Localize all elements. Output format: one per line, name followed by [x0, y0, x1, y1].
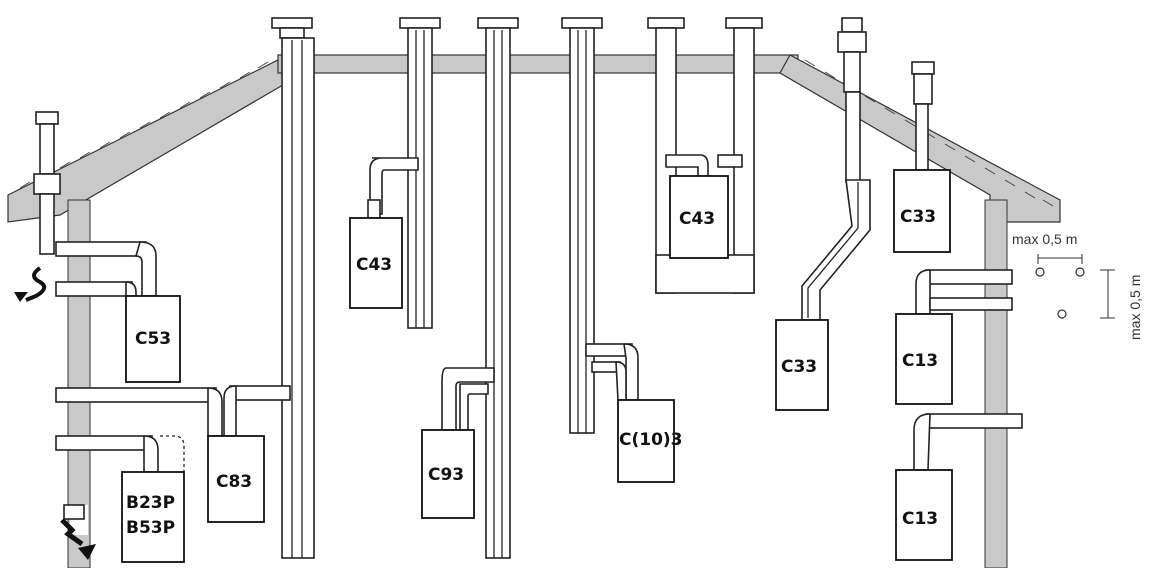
boiler-c93	[421, 429, 475, 519]
label-c53: C53	[135, 329, 171, 349]
boiler-c83	[207, 435, 265, 523]
label-c103: C(10)3	[619, 430, 683, 450]
c43-left-pipes	[367, 157, 419, 219]
c103-pipes	[585, 343, 639, 401]
label-c43-left: C43	[356, 255, 392, 275]
wall-right	[984, 199, 1008, 568]
dimension-annotation	[1035, 254, 1115, 319]
boiler-b23p-b53p	[121, 471, 185, 563]
c53-roof-terminal	[33, 111, 61, 255]
label-c83: C83	[216, 472, 252, 492]
roof-tiles-left	[19, 61, 269, 189]
exhaust-arrow-icon	[25, 266, 47, 302]
c93-pipes	[441, 367, 495, 431]
label-c13-upper: C13	[902, 351, 938, 371]
label-c43-right: C43	[679, 209, 715, 229]
c43-right-pipes	[665, 154, 743, 178]
dimension-horizontal: max 0,5 m	[1012, 231, 1077, 247]
label-c13-lower: C13	[902, 509, 938, 529]
dimension-vertical: max 0,5 m	[1127, 275, 1143, 340]
flue-arrow-head-icon	[78, 544, 96, 560]
boiler-c43-right	[669, 175, 729, 259]
boiler-c33-mid	[775, 319, 829, 411]
label-c93: C93	[428, 465, 464, 485]
b23p-pipes	[55, 435, 185, 520]
c33-mid-pipes	[801, 17, 871, 321]
label-b23p: B23P	[126, 493, 175, 513]
c13-lower-pipes	[913, 413, 1023, 471]
boiler-c103	[617, 399, 675, 483]
boiler-c33-right	[893, 169, 951, 253]
label-b53p: B53P	[126, 518, 175, 538]
c13-upper-pipes	[915, 269, 1013, 315]
c33-right-pipes	[911, 61, 935, 171]
vertical-flue-pipes	[271, 17, 763, 559]
flue-arrow-icon	[60, 518, 84, 547]
exhaust-arrow-head-icon	[14, 292, 28, 302]
boiler-c43-left	[349, 217, 403, 309]
boiler-c13-upper	[895, 313, 953, 405]
label-c33-mid: C33	[781, 357, 817, 377]
roof-flat	[277, 54, 799, 74]
label-c33-right: C33	[900, 207, 936, 227]
boiler-c53	[125, 295, 181, 383]
c83-pipes	[55, 385, 291, 437]
boiler-c13-lower	[895, 469, 953, 561]
